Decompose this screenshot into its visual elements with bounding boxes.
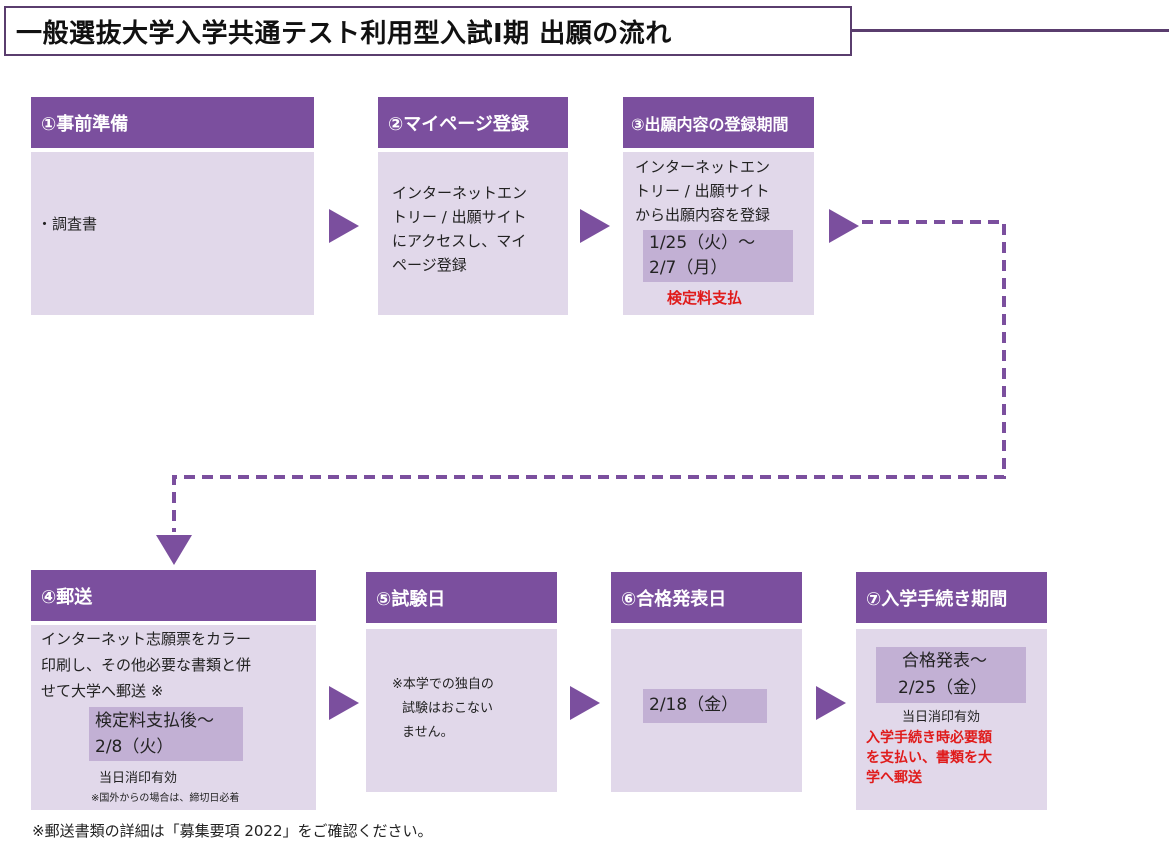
flow-arrow-2-3 (580, 209, 610, 243)
step-6-body: 2/18（金） (611, 629, 802, 792)
step-5-text-line: 試験はおこない (402, 701, 494, 716)
step-3-text-line: インターネットエン (635, 158, 771, 176)
step-2-text-line: にアクセスし、マイ (392, 232, 527, 250)
step-7-red-note-line: 学へ郵送 (866, 770, 922, 786)
title-box: 一般選抜大学入学共通テスト利用型入試Ⅰ期 出願の流れ (4, 6, 852, 56)
step-2-card: ②マイページ登録 インターネットエン トリー / 出願サイト にアクセスし、マイ… (378, 97, 568, 315)
step-4-text-line: せて大学へ郵送 ※ (41, 682, 164, 700)
step-4-overseas-note: ※国外からの場合は、締切日必着 (91, 793, 240, 804)
step-3-period-start: 1/25（火）～ (649, 233, 756, 253)
step-2-body: インターネットエン トリー / 出願サイト にアクセスし、マイ ページ登録 (378, 152, 568, 315)
flow-arrow-4-5 (329, 686, 359, 720)
step-4-body: インターネット志願票をカラー 印刷し、その他必要な書類と併 せて大学へ郵送 ※ … (31, 625, 316, 810)
step-4-period-highlight (89, 707, 243, 761)
step-5-header: ⑤試験日 (366, 572, 557, 623)
step-2-text-line: インターネットエン (392, 184, 528, 202)
step-4-period-start: 検定料支払後～ (95, 711, 214, 731)
step-4-header: ④郵送 (31, 570, 316, 621)
step-1-body: ・調査書 (31, 152, 314, 315)
step-3-body: インターネットエン トリー / 出願サイト から出願内容を登録 1/25（火）～… (623, 152, 814, 315)
step-7-period-highlight (876, 647, 1026, 703)
step-5-body: ※本学での独自の 試験はおこない ません。 (366, 629, 557, 792)
step-6-card: ⑥合格発表日 2/18（金） (611, 572, 802, 792)
flow-arrow-down (156, 535, 192, 565)
step-6-header: ⑥合格発表日 (611, 572, 802, 623)
step-3-header: ③出願内容の登録期間 (623, 97, 814, 148)
step-4-text-line: インターネット志願票をカラー (41, 630, 252, 648)
step-1-card: ①事前準備 ・調査書 (31, 97, 314, 315)
title-rule (852, 29, 1169, 32)
step-7-red-note-line: を支払い、書類を大 (866, 750, 992, 766)
step-1-text: ・調査書 (37, 215, 98, 233)
step-5-text-line: ません。 (402, 725, 454, 740)
flow-arrow-6-7 (816, 686, 846, 720)
page-title: 一般選抜大学入学共通テスト利用型入試Ⅰ期 出願の流れ (16, 18, 672, 49)
step-4-postmark-note: 当日消印有効 (99, 771, 178, 786)
step-2-header: ②マイページ登録 (378, 97, 568, 148)
footnote: ※郵送書類の詳細は「募集要項 2022」をご確認ください。 (32, 822, 433, 840)
step-3-period-highlight (643, 230, 793, 282)
step-7-period-end: 2/25（金） (898, 678, 988, 698)
step-5-text-line: ※本学での独自の (392, 677, 494, 692)
step-5-card: ⑤試験日 ※本学での独自の 試験はおこない ません。 (366, 572, 557, 792)
flow-arrow-3-4 (829, 209, 859, 243)
step-3-text-line: トリー / 出願サイト (635, 182, 770, 200)
step-4-card: ④郵送 インターネット志願票をカラー 印刷し、その他必要な書類と併 せて大学へ郵… (31, 570, 316, 810)
flow-arrow-5-6 (570, 686, 600, 720)
step-7-body: 合格発表～ 2/25（金） 当日消印有効 入学手続き時必要額 を支払い、書類を大… (856, 629, 1047, 810)
step-3-text-line: から出願内容を登録 (635, 206, 771, 224)
step-7-period-start: 合格発表～ (902, 651, 987, 671)
step-6-date: 2/18（金） (649, 695, 739, 715)
step-2-text-line: ページ登録 (392, 256, 467, 274)
step-3-fee-note: 検定料支払 (667, 289, 743, 307)
step-7-red-note-line: 入学手続き時必要額 (866, 730, 992, 746)
flow-arrow-1-2 (329, 209, 359, 243)
step-1-header: ①事前準備 (31, 97, 314, 148)
step-4-period-end: 2/8（火） (95, 737, 174, 757)
step-7-header: ⑦入学手続き期間 (856, 572, 1047, 623)
step-3-period-end: 2/7（月） (649, 258, 728, 278)
step-3-card: ③出願内容の登録期間 インターネットエン トリー / 出願サイト から出願内容を… (623, 97, 814, 315)
step-4-text-line: 印刷し、その他必要な書類と併 (41, 656, 252, 674)
step-7-card: ⑦入学手続き期間 合格発表～ 2/25（金） 当日消印有効 入学手続き時必要額 … (856, 572, 1047, 810)
step-6-date-highlight (643, 689, 767, 723)
step-2-text-line: トリー / 出願サイト (392, 208, 527, 226)
step-7-postmark-note: 当日消印有効 (902, 710, 981, 725)
